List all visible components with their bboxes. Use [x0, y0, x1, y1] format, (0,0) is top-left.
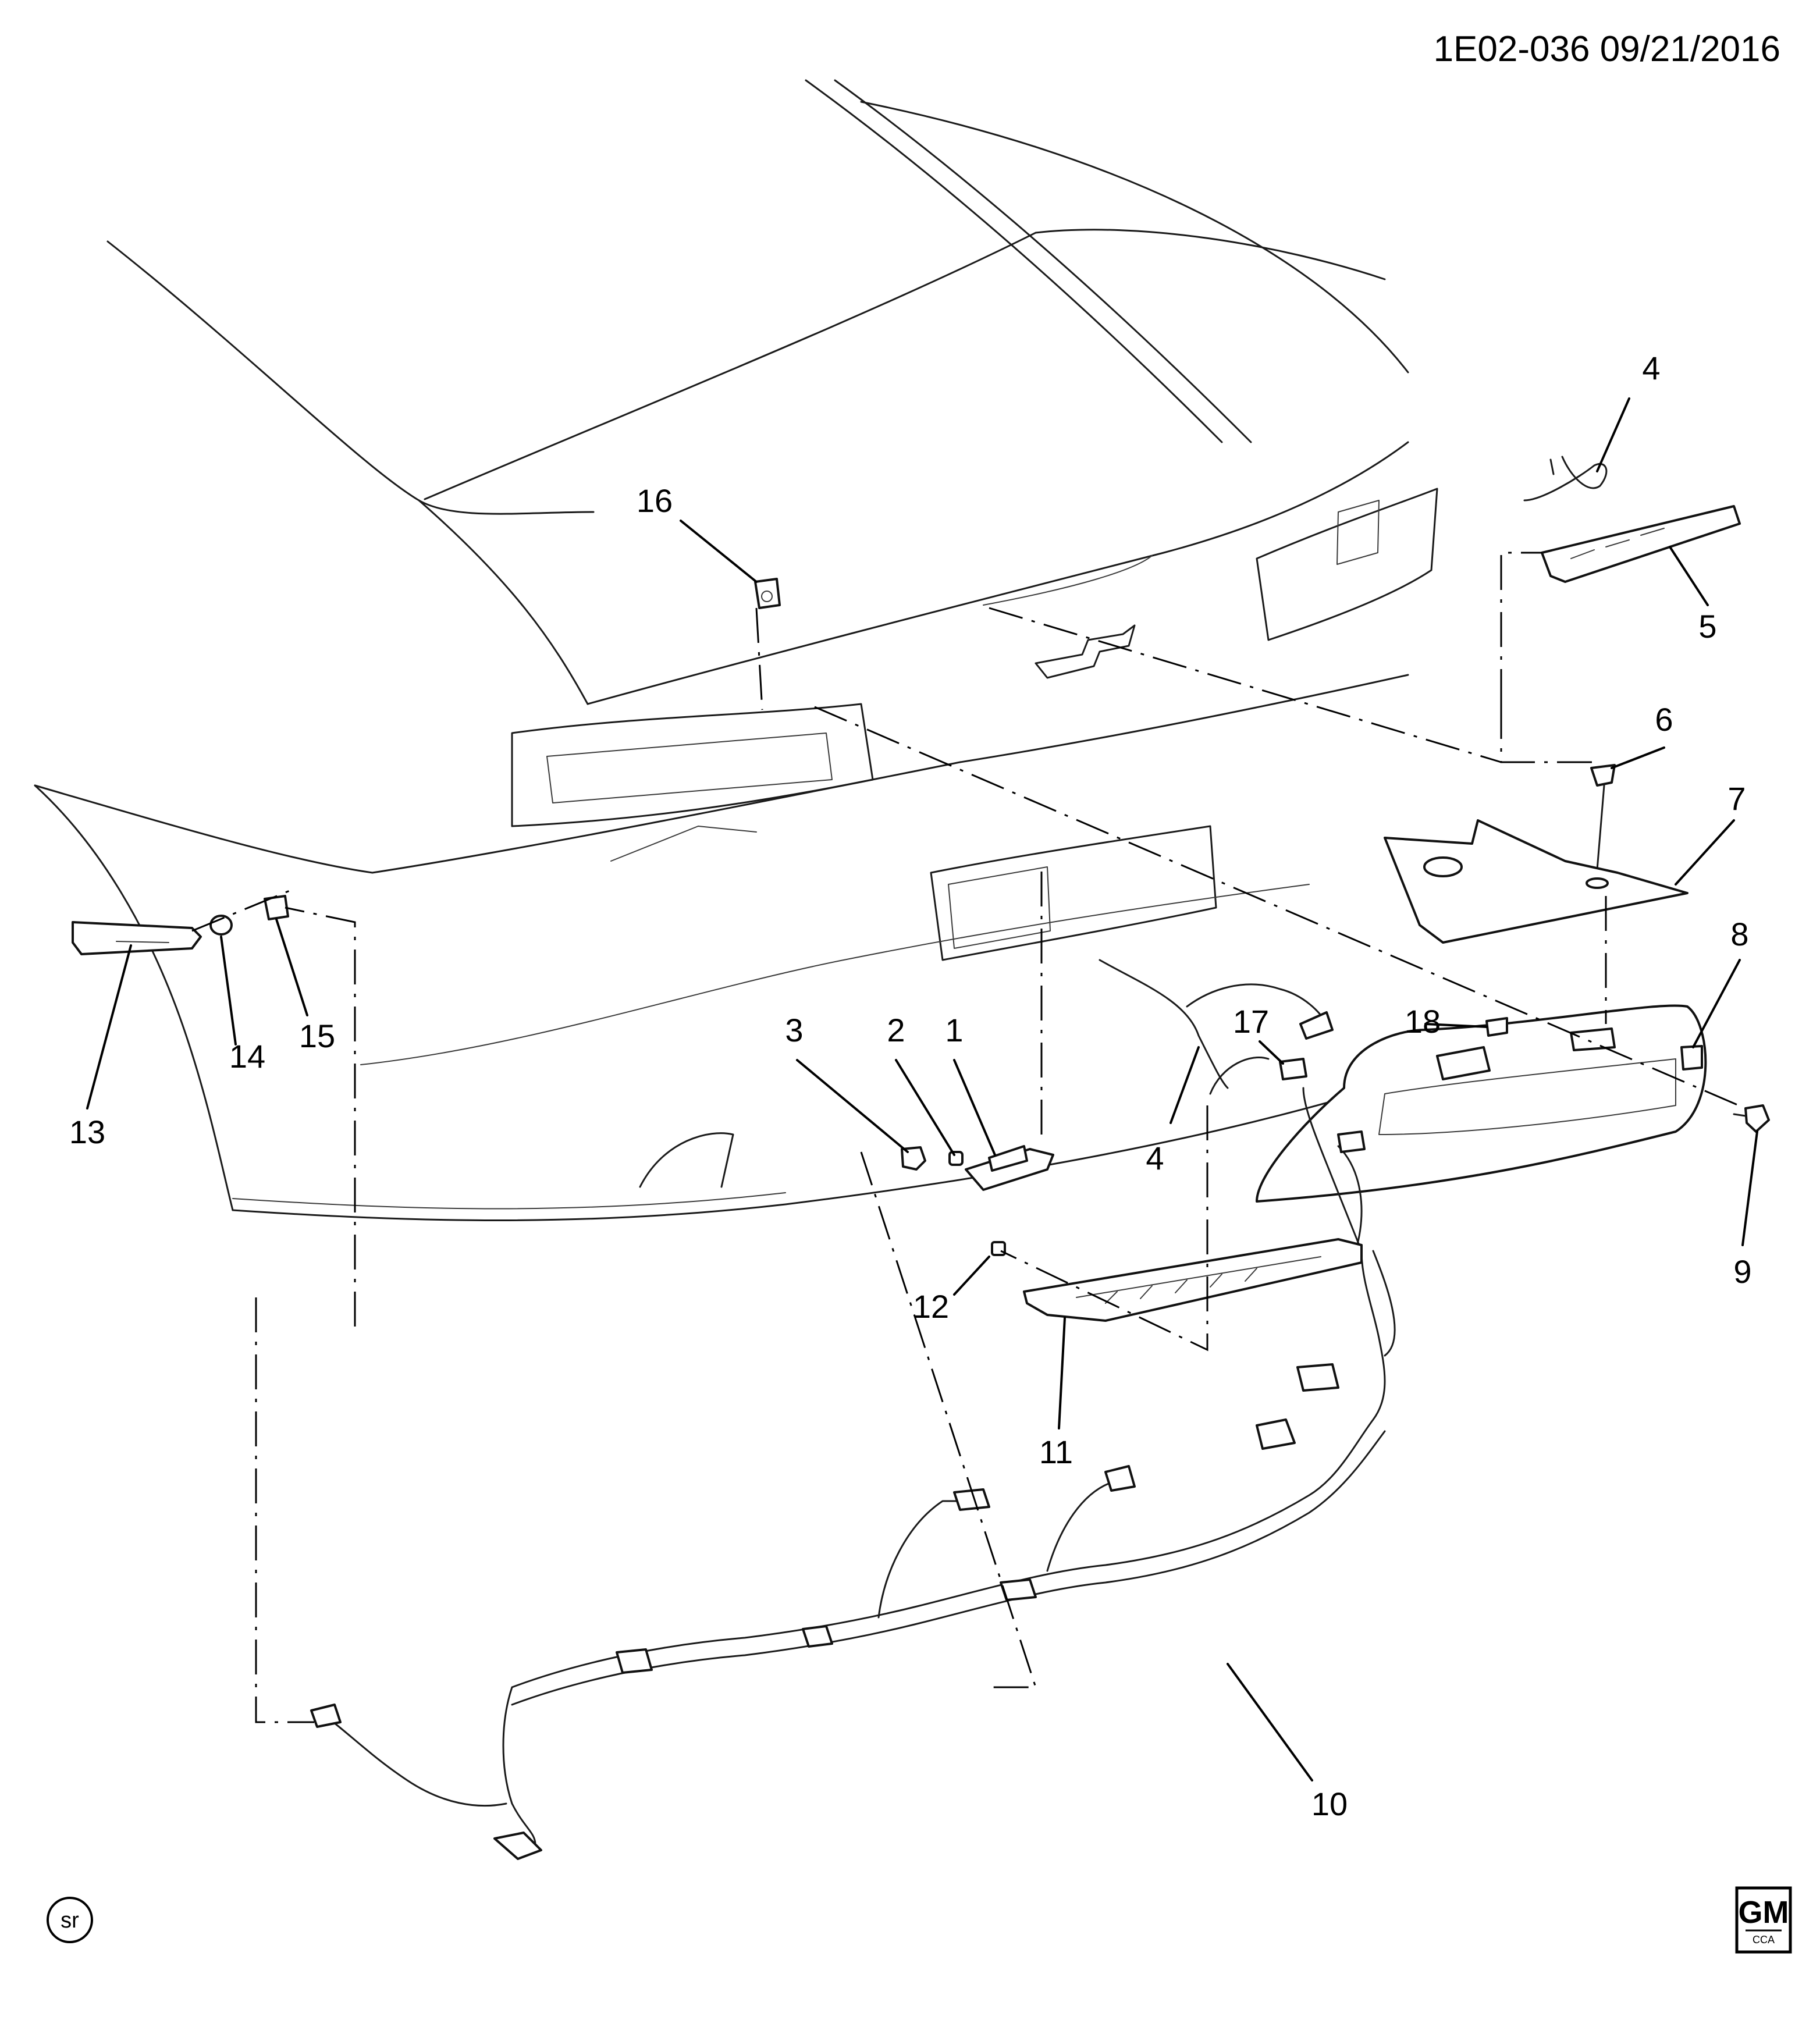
callout-16: 16 [637, 482, 673, 519]
part-retainer-16 [754, 578, 781, 609]
part-bulb-2 [948, 1151, 964, 1166]
callout-13: 13 [69, 1114, 105, 1150]
callout-8: 8 [1730, 916, 1748, 952]
callout-4-lower: 4 [1146, 1140, 1164, 1176]
leader-lines [86, 397, 1758, 1781]
gm-logo-brand: GM [1739, 1895, 1789, 1930]
part-wiring-harness-10 [310, 1087, 1396, 1860]
sr-mark-text: sr [61, 1908, 79, 1933]
callout-10: 10 [1311, 1786, 1348, 1822]
callout-3: 3 [785, 1012, 803, 1048]
part-bracket-7 [1384, 819, 1689, 944]
part-license-lamp-1 [965, 1145, 1054, 1191]
callout-17: 17 [1233, 1003, 1269, 1040]
callout-1: 1 [945, 1012, 963, 1048]
part-lamp-11 [1023, 1238, 1363, 1322]
vehicle-body [34, 79, 1438, 1221]
sr-mark: sr [47, 1897, 93, 1943]
callout-4-upper: 4 [1642, 350, 1660, 386]
part-fastener-12 [991, 1241, 1006, 1256]
part-side-marker-13 [72, 921, 202, 955]
diagram-reference: 1E02-036 09/21/2016 [1434, 29, 1780, 69]
callout-14: 14 [229, 1038, 265, 1075]
callout-5: 5 [1698, 608, 1716, 645]
part-socket-15 [264, 895, 289, 920]
part-retainer-17 [1279, 1058, 1307, 1080]
callout-numbers: 1 2 3 4 4 5 6 7 8 9 10 11 12 13 14 15 16… [69, 350, 1752, 1822]
gm-logo: GM CCA [1735, 1886, 1792, 1954]
callout-15: 15 [299, 1018, 335, 1054]
part-wire-4-lower [1099, 959, 1334, 1089]
callout-12: 12 [913, 1288, 949, 1325]
reference-lines [191, 552, 1746, 1723]
callout-2: 2 [887, 1012, 905, 1048]
callout-6: 6 [1655, 701, 1673, 738]
part-tail-lamp-8 [1256, 1004, 1707, 1203]
part-fastener-6 [1590, 764, 1616, 871]
part-screw-9 [1733, 1104, 1770, 1133]
callout-9: 9 [1733, 1253, 1751, 1290]
callout-7: 7 [1727, 780, 1746, 817]
gm-logo-sub: CCA [1753, 1934, 1775, 1946]
callout-11: 11 [1039, 1434, 1073, 1470]
part-fastener-18 [1485, 1017, 1508, 1037]
part-lamp-5 [1541, 505, 1741, 583]
part-wire-4-upper [1523, 456, 1608, 502]
callout-18: 18 [1405, 1003, 1441, 1040]
